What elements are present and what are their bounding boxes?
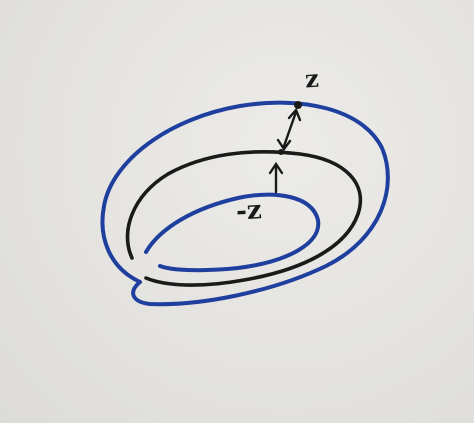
outer-blue-curve xyxy=(100,100,390,307)
middle-black-curve xyxy=(125,149,363,287)
lower-distance-arrow xyxy=(268,161,284,194)
middle-point-dot xyxy=(278,149,284,155)
label-z: z xyxy=(304,63,320,94)
inner-blue-curve xyxy=(144,192,321,273)
outer-point-dot xyxy=(294,101,302,109)
label-neg-z: -z xyxy=(234,195,263,227)
upper-distance-arrow xyxy=(276,107,302,152)
